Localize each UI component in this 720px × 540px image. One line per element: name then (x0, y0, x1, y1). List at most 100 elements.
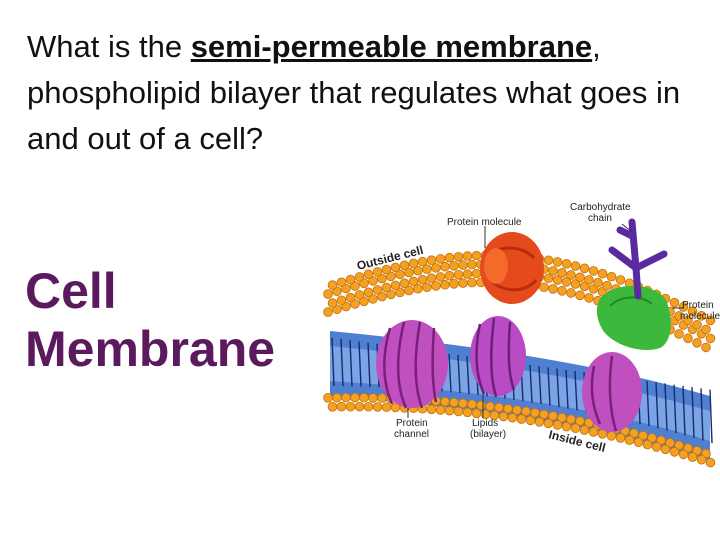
cell-membrane-diagram: Protein molecule Carbohydrate chain Prot… (320, 196, 720, 492)
phospholipid-head (336, 401, 347, 412)
phospholipid-head (701, 342, 711, 353)
phospholipid-head (341, 392, 351, 403)
phospholipid-head (606, 271, 617, 282)
carbohydrate-chain (608, 218, 668, 300)
phospholipid-head (552, 257, 563, 267)
membrane-illustration: Protein molecule Carbohydrate chain Prot… (323, 202, 720, 468)
phospholipid-head (381, 402, 392, 412)
protein-molecule-red (480, 232, 544, 304)
phospholipid-head (453, 270, 464, 280)
phospholipid-head (507, 412, 518, 423)
phospholipid-head (359, 278, 369, 289)
label-protein-molecule-right-line1: Protein (682, 300, 714, 311)
phospholipid-head (395, 287, 405, 298)
phospholipid-head (687, 452, 698, 462)
phospholipid-head (327, 298, 338, 308)
lipid-tail (700, 388, 704, 441)
lipid-tail (340, 338, 344, 387)
phospholipid-head (548, 284, 558, 294)
lipid-tail (358, 341, 362, 387)
phospholipid-head (332, 392, 342, 403)
phospholipid-head (593, 277, 603, 288)
phospholipid-head (678, 449, 689, 460)
phospholipid-head (692, 338, 702, 348)
phospholipid-head (471, 268, 482, 279)
phospholipid-head (408, 258, 419, 269)
phospholipid-head (453, 406, 464, 417)
label-lipids-line1: Lipids (472, 418, 498, 429)
phospholipid-head (584, 293, 594, 303)
lipid-tail (565, 369, 569, 409)
phospholipid-head (399, 278, 410, 289)
lipid-tail (655, 382, 659, 429)
phospholipid-head (534, 417, 545, 427)
phospholipid-head (602, 280, 612, 291)
lipid-tail (331, 337, 335, 387)
lipid-tail (664, 383, 668, 431)
phospholipid-head (404, 267, 414, 278)
phospholipid-head (368, 393, 378, 403)
question-text: What is the semi-permeable membrane, pho… (27, 24, 707, 162)
phospholipid-head (345, 401, 356, 412)
phospholipid-head (647, 433, 657, 443)
phospholipid-head (426, 273, 437, 284)
phospholipid-head (543, 255, 554, 266)
phospholipid-head (530, 408, 540, 418)
phospholipid-head (453, 252, 464, 262)
phospholipid-head (413, 265, 423, 276)
lipid-tail (367, 342, 371, 387)
phospholipid-head (444, 405, 455, 416)
phospholipid-head (435, 254, 446, 264)
phospholipid-head (557, 286, 567, 296)
phospholipid-head (458, 398, 468, 409)
lipid-tail (646, 380, 650, 427)
phospholipid-head (561, 277, 572, 287)
protein-channel-left (376, 320, 448, 409)
phospholipid-head (467, 277, 477, 288)
phospholipid-head (557, 268, 567, 278)
label-protein-channel-line2: channel (394, 429, 429, 440)
phospholipid-head (327, 402, 338, 412)
phospholipid-head (336, 277, 347, 288)
phospholipid-head (575, 290, 585, 301)
phospholipid-head (485, 401, 495, 412)
question-prefix: What is the (27, 29, 191, 64)
label-carbohydrate-line2: chain (588, 213, 612, 224)
phospholipid-head (359, 392, 369, 403)
phospholipid-head (638, 430, 648, 441)
phospholipid-head (615, 433, 626, 443)
answer-line-1: Cell (25, 263, 117, 319)
phospholipid-head (323, 289, 333, 299)
phospholipid-head (548, 266, 558, 276)
phospholipid-head (525, 415, 536, 426)
lipid-tail (547, 367, 551, 406)
phospholipid-head (336, 295, 347, 306)
lipid-tail (466, 356, 470, 395)
phospholipid-head (543, 273, 554, 284)
leader-lines (407, 223, 684, 418)
phospholipid-head (417, 274, 428, 285)
phospholipid-head (471, 250, 482, 261)
phospholipid-head (624, 435, 635, 445)
phospholipid-head (674, 440, 684, 451)
phospholipid-head (372, 402, 383, 412)
phospholipid-head (674, 329, 684, 339)
lipid-tail (709, 389, 713, 444)
phospholipid-head (449, 279, 459, 289)
phospholipid-head (683, 333, 693, 344)
phospholipid-head (444, 270, 455, 281)
phospholipid-head (462, 269, 473, 279)
phospholipid-head (566, 414, 576, 425)
phospholipid-head (426, 255, 437, 266)
phospholipid-head (345, 292, 356, 303)
phospholipid-head (552, 420, 563, 430)
phospholipid-head (606, 431, 617, 441)
phospholipid-head (381, 264, 392, 275)
phospholipid-head (579, 263, 590, 274)
phospholipid-head (503, 403, 513, 414)
lipid-tail (448, 353, 452, 393)
lipid-tail (349, 340, 353, 387)
phospholipid-head (692, 320, 702, 330)
phospholipid-head (588, 427, 599, 437)
phospholipid-head (566, 270, 576, 280)
